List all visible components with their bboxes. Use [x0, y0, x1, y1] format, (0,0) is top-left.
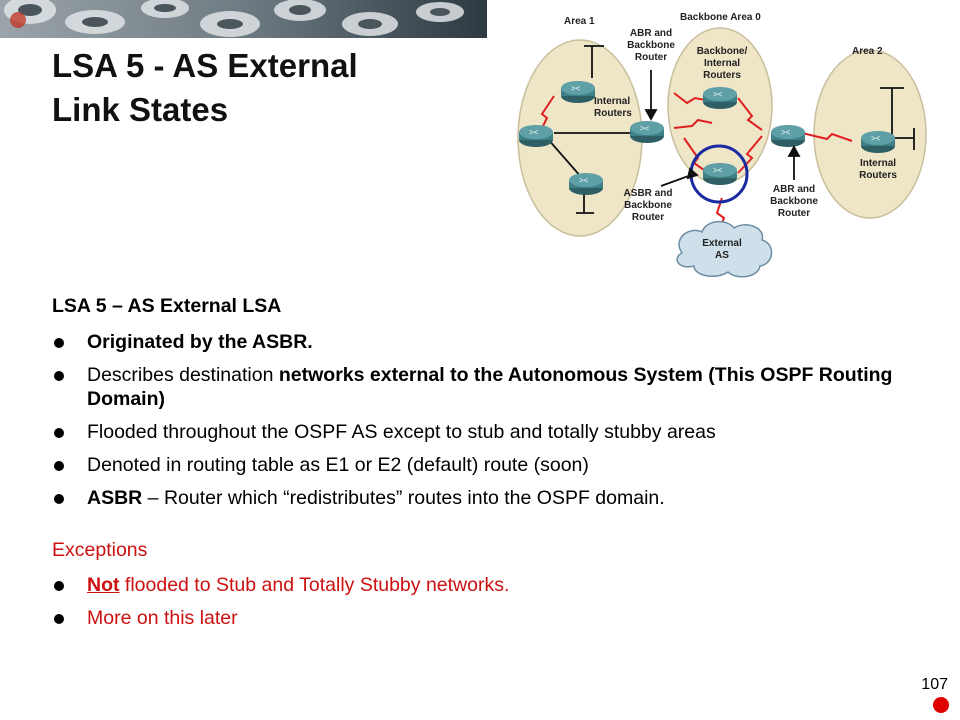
bullet-denoted-text: Denoted in routing table as E1 or E2 (de… [87, 454, 589, 476]
bullet-denoted: Denoted in routing table as E1 or E2 (de… [52, 453, 932, 477]
svg-text:><: >< [871, 134, 881, 143]
slide-title: LSA 5 - AS External Link States [52, 44, 492, 132]
abr-top-line1: ABR and [630, 28, 672, 39]
bullet-asbr-text: – Router which “redistributes” routes in… [142, 487, 665, 509]
asbr-line2: Backbone [624, 200, 672, 211]
external-as-line2: AS [715, 250, 729, 261]
bullet-more-later: More on this later [52, 606, 932, 630]
bullet-describes-bold: networks external to the Autonomous Syst… [87, 364, 893, 410]
bullet-dot [54, 461, 64, 471]
bb-internal-line1: Backbone/ [697, 46, 748, 57]
bullet-not-flooded-text: flooded to Stub and Totally Stubby netwo… [119, 574, 510, 596]
bullet-dot [54, 371, 64, 381]
bullet-more-later-text: More on this later [87, 607, 238, 629]
abr-top-line3: Router [635, 52, 667, 63]
internal-right-line1: Internal [860, 158, 896, 169]
bullet-asbr: ASBR – Router which “redistributes” rout… [52, 486, 932, 510]
backbone-label: Backbone Area 0 [680, 12, 761, 23]
svg-text:><: >< [713, 90, 723, 99]
section-heading: LSA 5 – AS External LSA [52, 295, 282, 317]
abr-right-line2: Backbone [770, 196, 818, 207]
bullet-originated-text: Originated by the ASBR. [87, 331, 313, 353]
page-number: 107 [921, 676, 948, 693]
external-as-line1: External [702, 238, 742, 249]
title-line-2: Link States [52, 91, 229, 128]
bullet-dot [54, 614, 64, 624]
routers: >< >< >< >< >< >< >< >< [519, 81, 895, 195]
bb-internal-line3: Routers [703, 70, 741, 81]
bullet-flooded: Flooded throughout the OSPF AS except to… [52, 420, 932, 444]
asbr-line1: ASBR and [624, 188, 673, 199]
bullet-flooded-text: Flooded throughout the OSPF AS except to… [87, 421, 716, 443]
abr-right-line3: Router [778, 208, 810, 219]
slide-body: LSA 5 – AS External LSA Originated by th… [52, 294, 932, 639]
bullet-asbr-bold: ASBR [87, 487, 143, 509]
bullet-originated: Originated by the ASBR. [52, 330, 932, 354]
bullet-dot [54, 581, 64, 591]
svg-text:><: >< [640, 124, 650, 133]
external-as-cloud [676, 220, 773, 278]
area1-label: Area 1 [564, 16, 595, 27]
bb-internal-line2: Internal [704, 58, 740, 69]
internal-left-line1: Internal [594, 96, 630, 107]
abr-right-line1: ABR and [773, 184, 815, 195]
internal-right-line2: Routers [859, 170, 897, 181]
title-line-1: LSA 5 - AS External [52, 47, 358, 84]
svg-text:><: >< [529, 128, 539, 137]
svg-text:><: >< [781, 128, 791, 137]
bullet-dot [54, 428, 64, 438]
svg-text:><: >< [713, 166, 723, 175]
bullet-not-underline: Not [87, 574, 120, 596]
svg-text:><: >< [571, 84, 581, 93]
header-banner-image [0, 0, 487, 38]
exceptions-label: Exceptions [52, 539, 148, 561]
ospf-topology-diagram: >< >< >< >< >< >< >< >< Area 1 Backbone … [512, 8, 934, 280]
bullet-describes: Describes destination networks external … [52, 363, 932, 411]
bullet-not-flooded: Not flooded to Stub and Totally Stubby n… [52, 573, 932, 597]
bullet-dot [54, 494, 64, 504]
svg-text:><: >< [579, 176, 589, 185]
internal-left-line2: Routers [594, 108, 632, 119]
area2-label: Area 2 [852, 46, 883, 57]
abr-top-line2: Backbone [627, 40, 675, 51]
bullet-dot [54, 338, 64, 348]
bullet-describes-text: Describes destination [87, 364, 279, 386]
asbr-line3: Router [632, 212, 664, 223]
red-dot-marker [933, 697, 949, 713]
